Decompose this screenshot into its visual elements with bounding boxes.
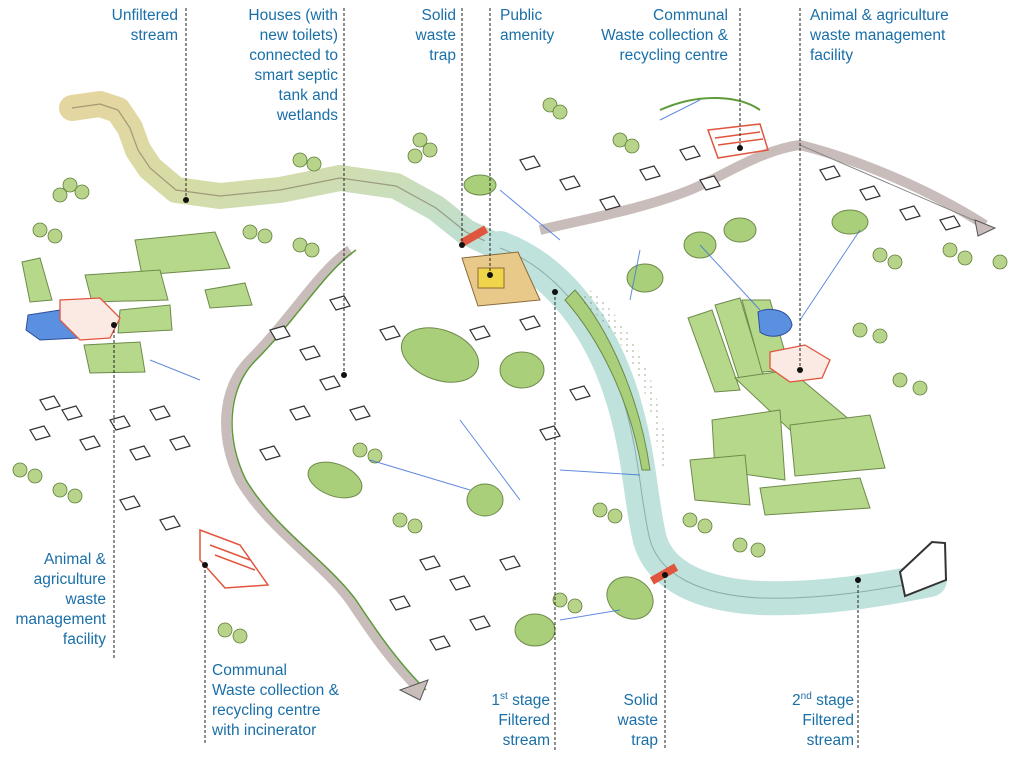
label-solid-waste-trap-top: Solid waste trap [400, 6, 456, 66]
label-unfiltered-stream: Unfiltered stream [86, 6, 178, 46]
farm-fields-left [22, 232, 252, 373]
pond [758, 309, 792, 336]
label-communal-waste-top: Communal Waste collection & recycling ce… [560, 6, 728, 66]
unfiltered-stream [72, 104, 520, 260]
label-first-stage-filtered: 1st stage Filtered stream [460, 691, 550, 751]
label-second-stage-filtered: 2nd stage Filtered stream [760, 691, 854, 751]
label-houses-toilets: Houses (with new toilets) connected to s… [210, 6, 338, 126]
label-communal-waste-bottom: Communal Waste collection & recycling ce… [212, 661, 339, 741]
label-animal-waste-top: Animal & agriculture waste management fa… [810, 6, 949, 66]
label-public-amenity: Public amenity [500, 6, 554, 46]
label-solid-waste-trap-bottom: Solid waste trap [600, 691, 658, 751]
label-animal-waste-left: Animal & agriculture waste management fa… [8, 550, 106, 650]
